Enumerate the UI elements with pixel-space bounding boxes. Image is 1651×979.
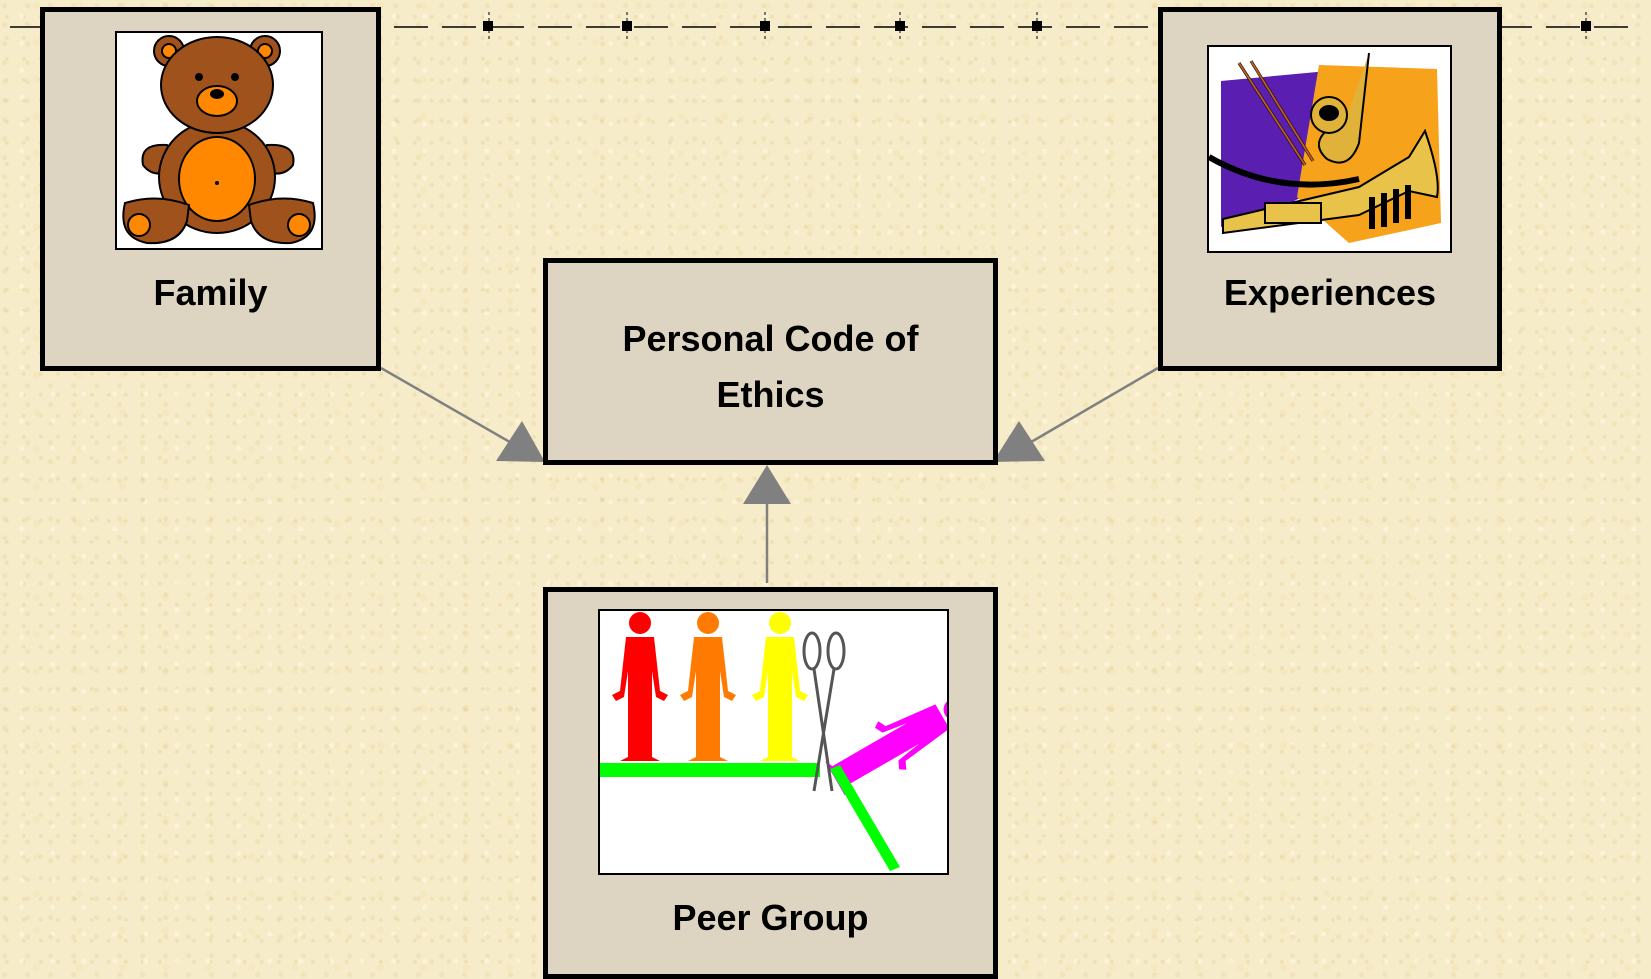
experiences-label: Experiences — [1223, 272, 1437, 313]
family-node: Family — [40, 7, 381, 371]
arrow-experiences-to-ethics — [993, 366, 1159, 462]
musical-instruments-icon — [1207, 45, 1452, 253]
ethics-node: Personal Code of Ethics — [543, 258, 998, 465]
teddy-bear-icon — [115, 31, 323, 250]
ethics-label: Personal Code of Ethics — [622, 318, 919, 415]
arrow-peer-to-ethics — [743, 465, 791, 583]
experiences-node: Experiences — [1158, 7, 1502, 371]
arrow-family-to-ethics — [380, 366, 545, 462]
peer-group-node: Peer Group — [543, 587, 998, 979]
paper-people-scissors-icon — [598, 609, 979, 875]
peer-group-label: Peer Group — [672, 897, 869, 938]
family-label: Family — [153, 272, 268, 313]
